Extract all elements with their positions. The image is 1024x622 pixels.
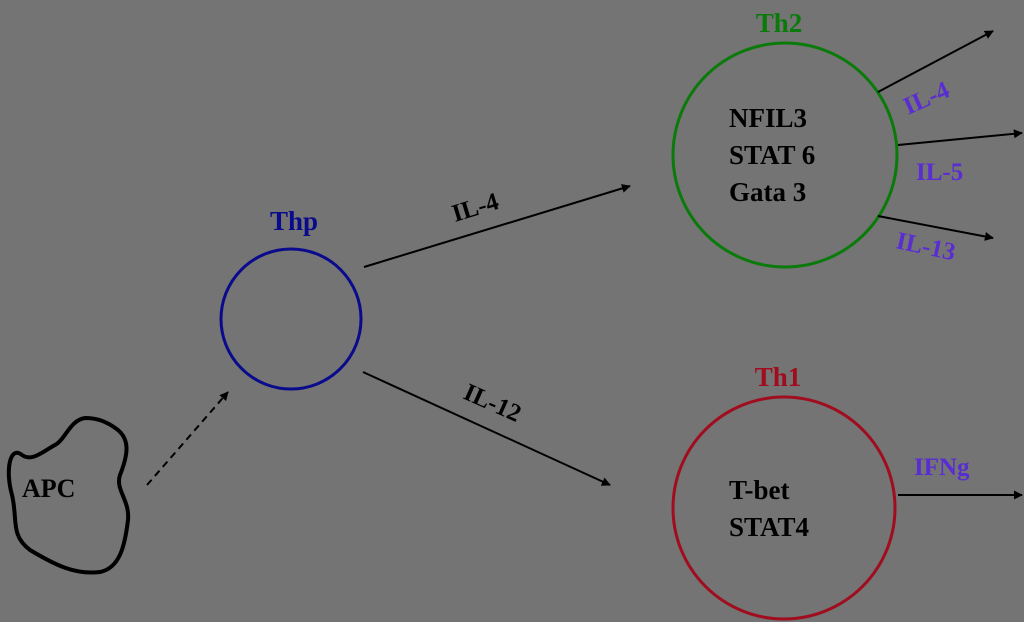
th2-il5-output-arrow bbox=[897, 129, 1023, 146]
thp-title: Thp bbox=[270, 206, 318, 236]
th1-cell bbox=[671, 395, 897, 621]
th2-cytokine-il5: IL-5 bbox=[916, 159, 963, 186]
th1-factor-tbet: T-bet bbox=[729, 475, 790, 505]
th1-title: Th1 bbox=[755, 362, 802, 392]
il4-signal-label: IL-4 bbox=[449, 188, 503, 228]
th2-il4-output-arrow bbox=[877, 30, 994, 93]
th2-factor-gata3: Gata 3 bbox=[729, 177, 806, 207]
th1-factor-stat4: STAT4 bbox=[729, 512, 809, 542]
th2-il13-output-arrow bbox=[877, 215, 994, 241]
th2-cytokine-il13: IL-13 bbox=[894, 227, 958, 266]
th2-cytokine-il4: IL-4 bbox=[899, 76, 954, 120]
th2-cell bbox=[671, 41, 899, 269]
thp-to-th1-arrow bbox=[362, 371, 611, 486]
th2-factor-nfil3: NFIL3 bbox=[729, 103, 807, 133]
apc-to-thp-arrow bbox=[146, 391, 229, 486]
apc-label: APC bbox=[22, 474, 75, 503]
apc-cell-outline bbox=[6, 416, 131, 575]
thp-cell bbox=[219, 247, 363, 391]
thp-to-th2-arrow bbox=[363, 184, 631, 268]
th1-cytokine-ifng: IFNg bbox=[914, 454, 970, 481]
th2-title: Th2 bbox=[756, 8, 803, 38]
th2-factor-stat6: STAT 6 bbox=[729, 140, 815, 170]
